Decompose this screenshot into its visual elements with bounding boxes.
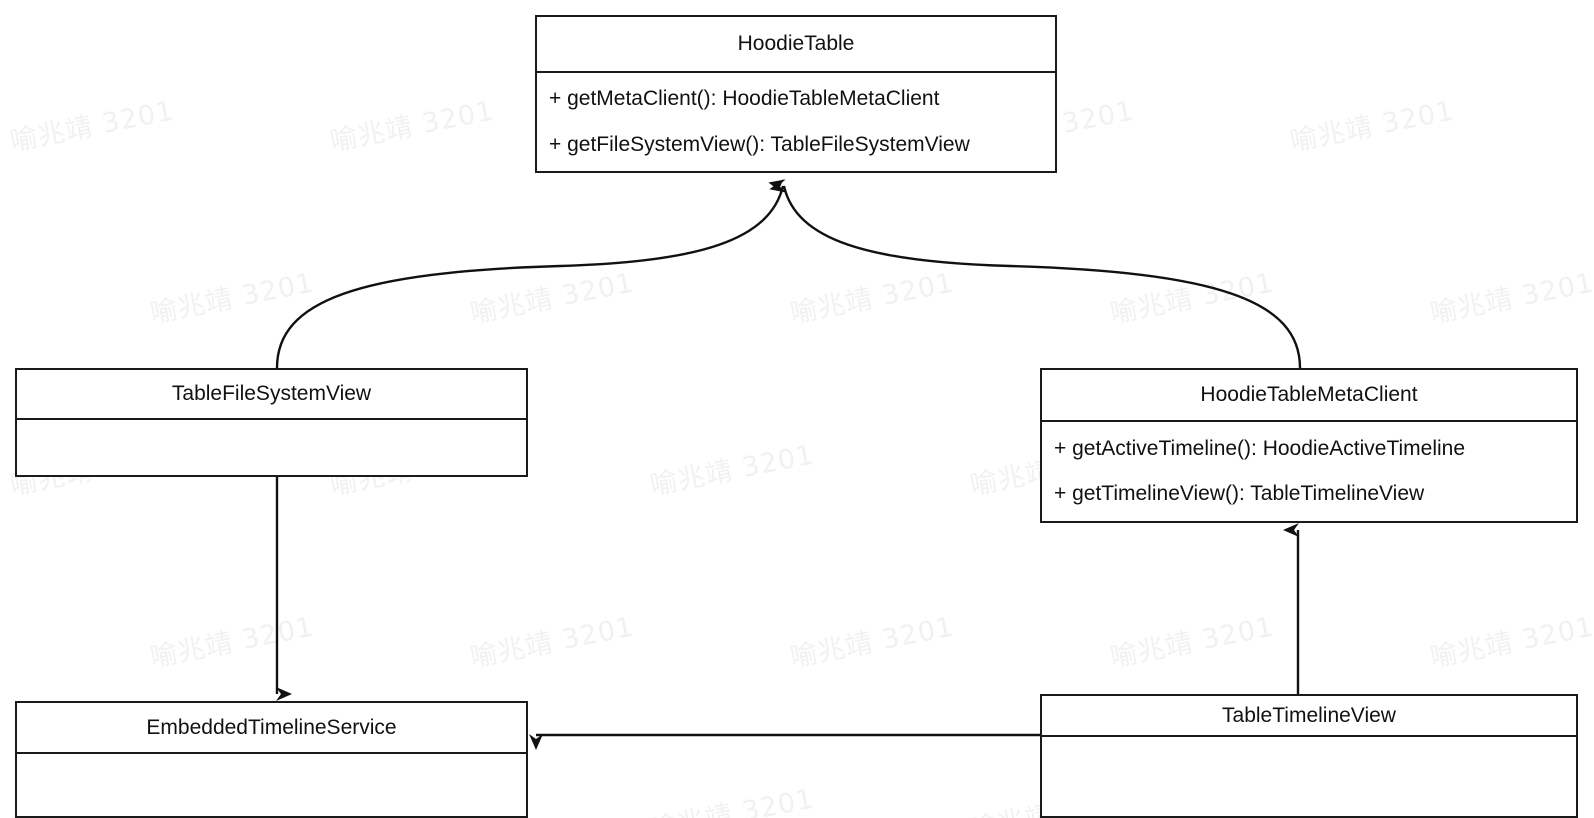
- class-name-table-file-system-view: TableFileSystemView: [17, 370, 526, 420]
- watermark-text: 喻兆靖 3201: [147, 611, 317, 674]
- class-member: + getFileSystemView(): TableFileSystemVi…: [549, 132, 970, 156]
- watermark-text: 喻兆靖 3201: [1427, 267, 1594, 330]
- watermark-text: 喻兆靖 3201: [1427, 611, 1594, 674]
- class-name-hoodie-table-meta-client: HoodieTableMetaClient: [1042, 370, 1576, 422]
- class-member: + getActiveTimeline(): HoodieActiveTimel…: [1054, 436, 1466, 460]
- class-members-table-file-system-view: [17, 420, 526, 475]
- uml-class-embedded-timeline-service[interactable]: EmbeddedTimelineService: [15, 701, 528, 818]
- watermark-text: 喻兆靖 3201: [787, 267, 957, 330]
- uml-class-table-timeline-view[interactable]: TableTimelineView: [1040, 694, 1578, 818]
- watermark-text: 喻兆靖 3201: [147, 267, 317, 330]
- class-name-hoodie-table: HoodieTable: [537, 17, 1055, 73]
- class-member: + getTimelineView(): TableTimelineView: [1054, 482, 1425, 505]
- class-members-embedded-timeline-service: [17, 754, 526, 816]
- watermark-text: 喻兆靖 3201: [787, 611, 957, 674]
- watermark-text: 喻兆靖 3201: [1287, 95, 1457, 158]
- watermark-text: 喻兆靖 3201: [7, 95, 177, 158]
- watermark-text: 喻兆靖 3201: [1107, 267, 1277, 330]
- watermark-text: 喻兆靖 3201: [1107, 611, 1277, 674]
- class-name-table-timeline-view: TableTimelineView: [1042, 696, 1576, 737]
- watermark-text: 喻兆靖 3201: [327, 95, 497, 158]
- watermark-text: 喻兆靖 3201: [647, 783, 817, 818]
- uml-class-hoodie-table-meta-client[interactable]: HoodieTableMetaClient + getActiveTimeline…: [1040, 368, 1578, 523]
- class-members-table-timeline-view: [1042, 737, 1576, 816]
- uml-class-table-file-system-view[interactable]: TableFileSystemView: [15, 368, 528, 477]
- uml-class-hoodie-table[interactable]: HoodieTable+ getMetaClient(): HoodieTabl…: [535, 15, 1057, 173]
- edge-metaclient-to-hoodietable: [769, 178, 1302, 369]
- class-member: + getMetaClient(): HoodieTableMetaClient: [549, 87, 940, 111]
- watermark-text: 喻兆靖 3201: [467, 611, 637, 674]
- edge-tfsv-to-hoodietable: [275, 179, 786, 369]
- class-name-embedded-timeline-service: EmbeddedTimelineService: [17, 703, 526, 754]
- watermark-text: 喻兆靖 3201: [467, 267, 637, 330]
- class-members-hoodie-table-meta-client: + getActiveTimeline(): HoodieActiveTimel…: [1042, 422, 1576, 521]
- watermark-text: 喻兆靖 3201: [647, 439, 817, 502]
- class-members-hoodie-table: + getMetaClient(): HoodieTableMetaClient…: [537, 73, 1055, 171]
